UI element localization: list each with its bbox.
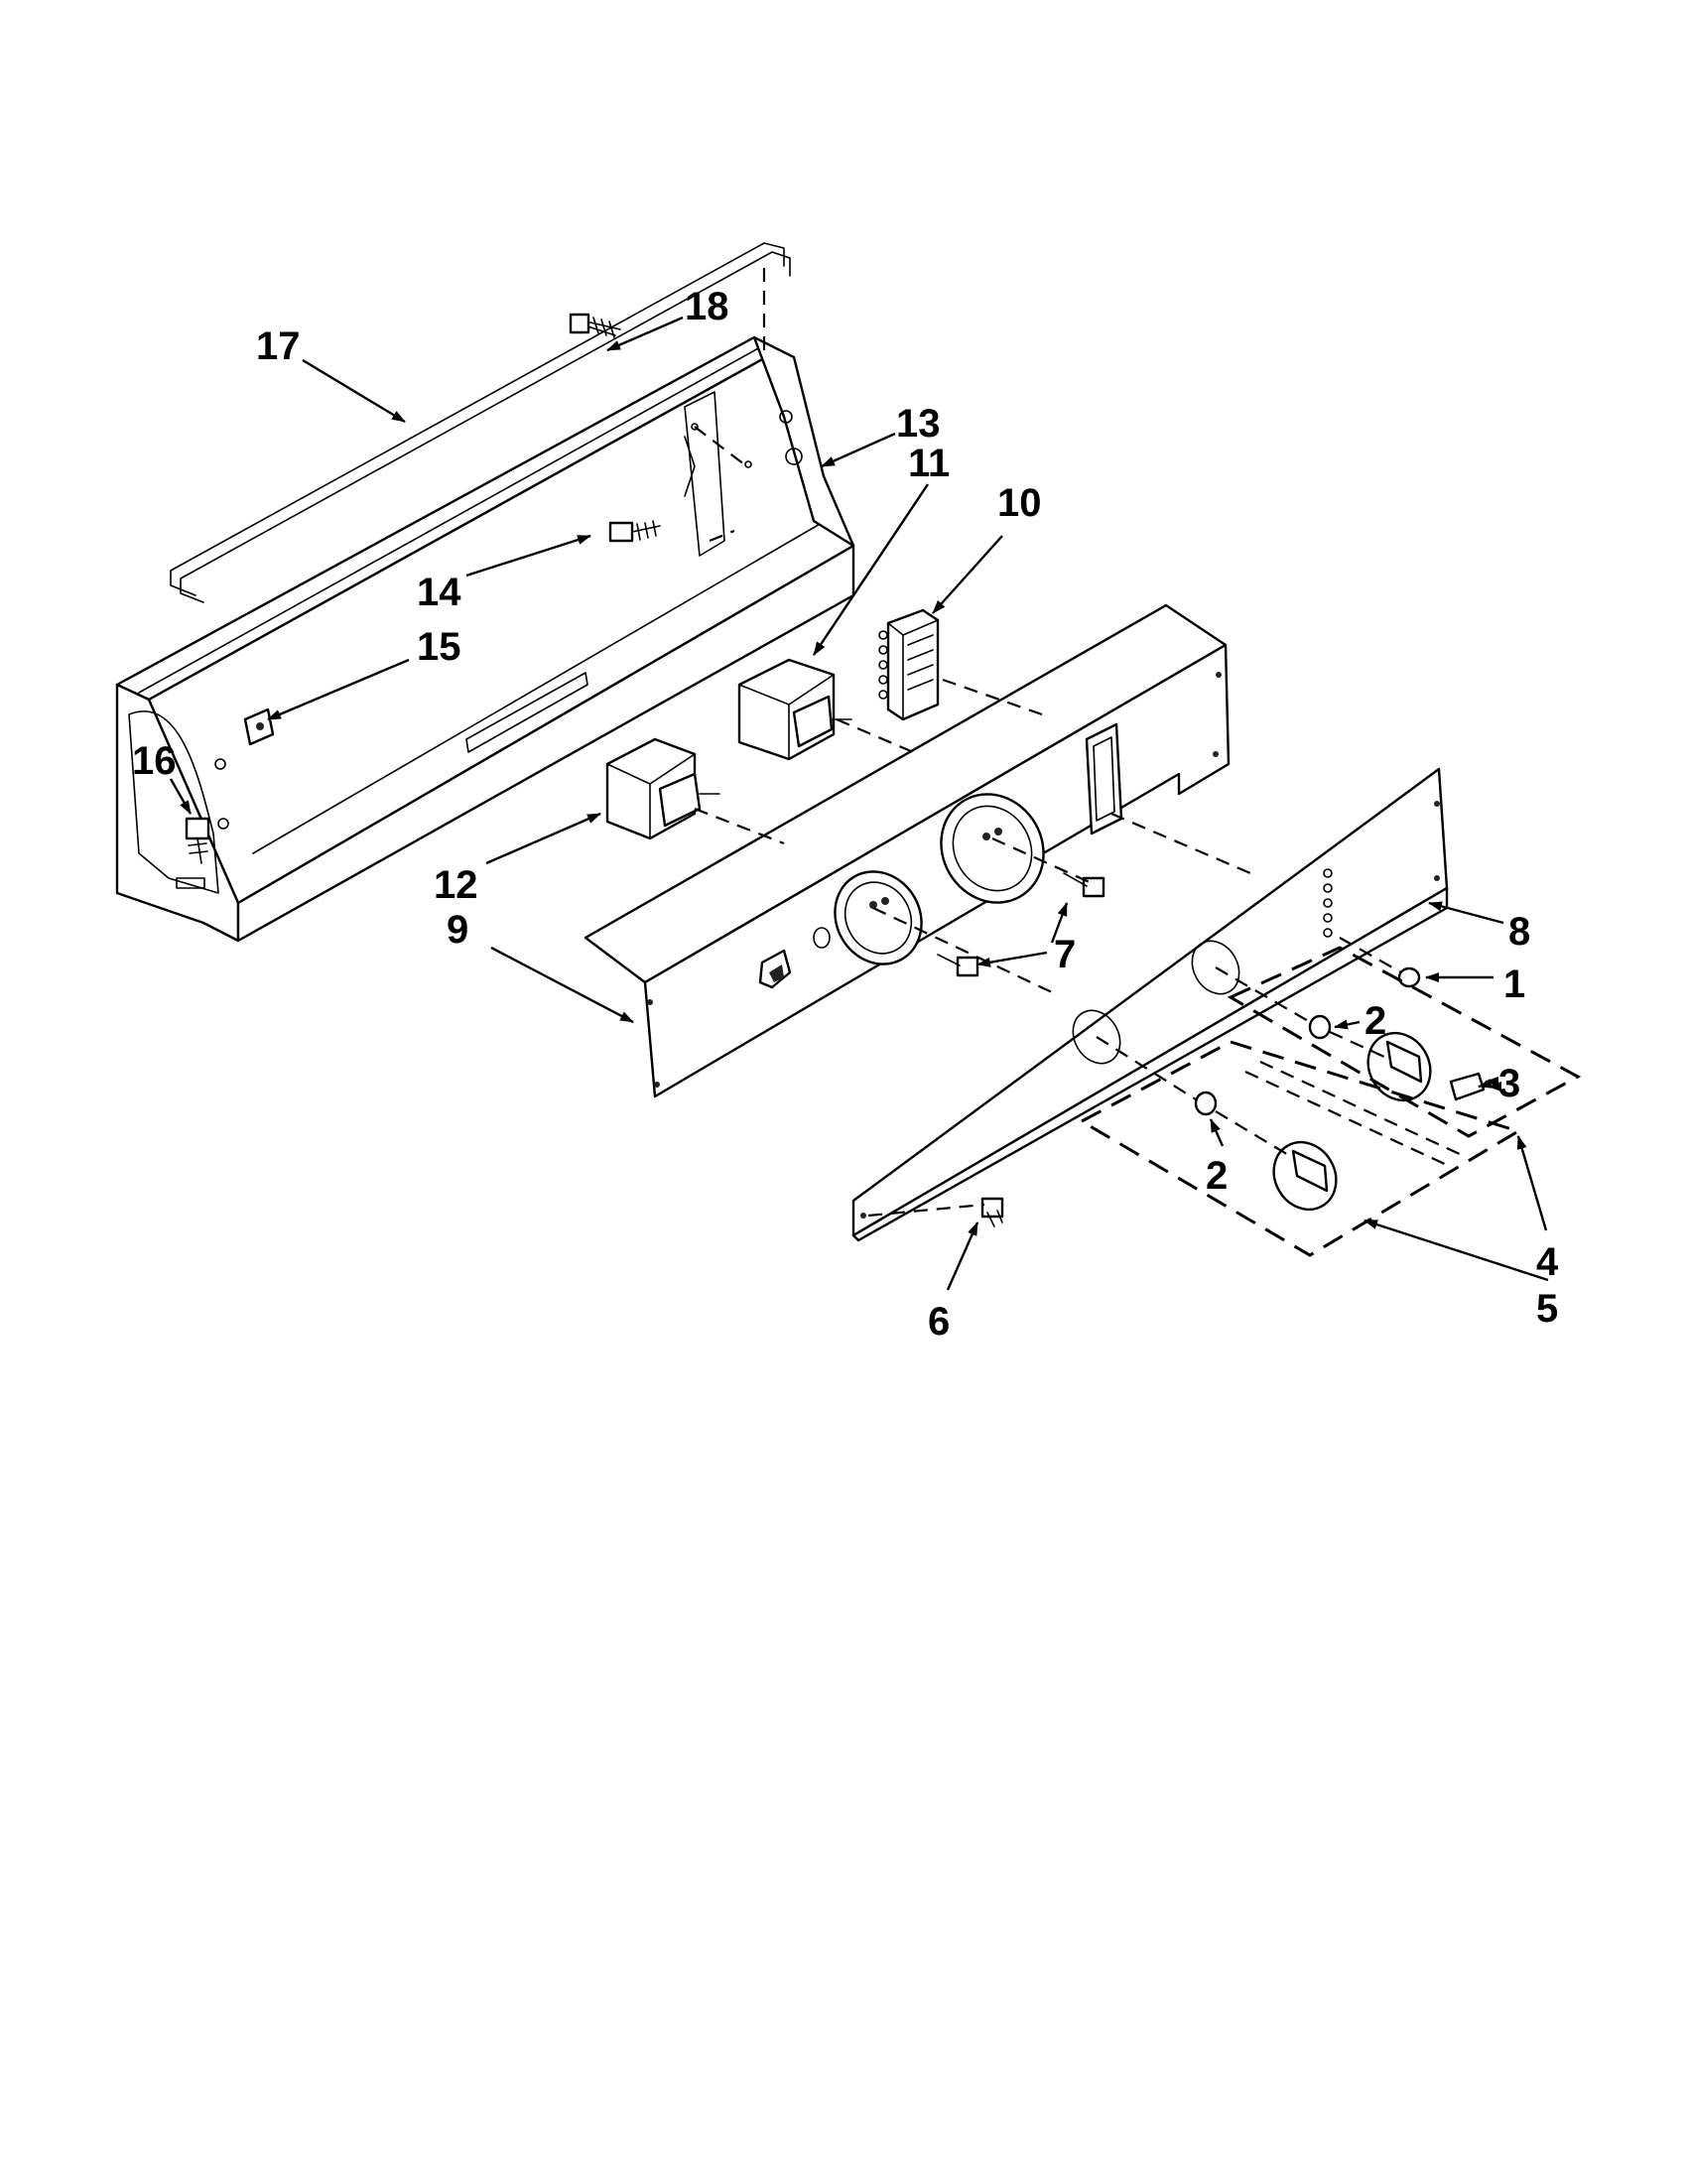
callout-9: 9 xyxy=(447,908,468,952)
callout-2-lower: 2 xyxy=(1206,1154,1228,1198)
callout-1: 1 xyxy=(1503,963,1525,1006)
callout-15: 15 xyxy=(417,625,461,669)
callout-10: 10 xyxy=(997,481,1042,525)
screw-part-7a xyxy=(1063,872,1105,898)
screw-part-18 xyxy=(569,313,621,338)
leader-lines xyxy=(169,316,1549,1291)
terminal-block-part-10 xyxy=(878,608,940,721)
callout-4: 4 xyxy=(1536,1240,1559,1284)
clip-part-15 xyxy=(243,707,275,746)
washer-part-2a xyxy=(1308,1014,1332,1040)
switch-part-12 xyxy=(605,737,720,840)
control-panel-part-9 xyxy=(584,603,1231,1098)
callout-3: 3 xyxy=(1498,1062,1520,1105)
screw-part-14 xyxy=(608,520,661,543)
callout-11: 11 xyxy=(908,442,950,485)
screw-part-6 xyxy=(980,1197,1004,1227)
rod-part-17 xyxy=(170,242,791,603)
callout-5: 5 xyxy=(1536,1287,1558,1331)
button-part-1 xyxy=(1397,966,1421,988)
kit-inner-line-a xyxy=(1244,1071,1450,1167)
front-panel-part-8 xyxy=(851,767,1449,1242)
knob-lower xyxy=(1272,1140,1338,1212)
switch-part-11 xyxy=(737,658,852,761)
screw-part-7b xyxy=(937,954,979,977)
callout-8: 8 xyxy=(1508,910,1530,954)
callout-17: 17 xyxy=(256,324,301,368)
kit-box-5 xyxy=(1078,1040,1522,1257)
assembly-lines xyxy=(694,426,1402,1218)
callout-16: 16 xyxy=(132,739,177,783)
kit-inner-line-b xyxy=(1259,1061,1465,1157)
callout-14: 14 xyxy=(417,571,461,614)
kit-box-4 xyxy=(1227,946,1582,1138)
callout-12: 12 xyxy=(434,863,478,907)
washer-part-2b xyxy=(1194,1091,1218,1116)
callout-2-upper: 2 xyxy=(1364,999,1386,1043)
callout-18: 18 xyxy=(685,285,729,328)
console-housing-part-13 xyxy=(115,335,855,943)
callout-7: 7 xyxy=(1054,933,1076,976)
callout-labels: 17 18 13 11 10 14 15 16 12 9 8 7 1 2 3 2… xyxy=(132,285,1559,1344)
callout-13: 13 xyxy=(896,402,941,446)
callout-6: 6 xyxy=(928,1300,950,1344)
insert-part-3 xyxy=(1449,1072,1486,1101)
screw-part-16 xyxy=(185,817,210,864)
